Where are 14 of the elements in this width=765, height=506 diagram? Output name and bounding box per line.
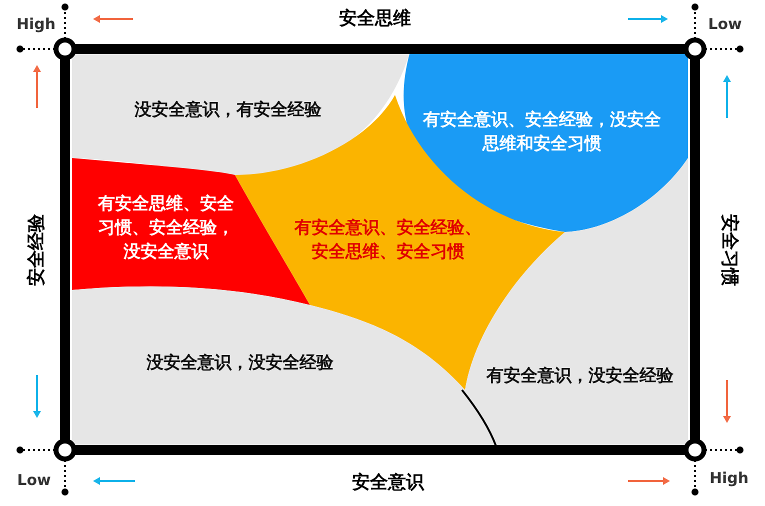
axis-title: 安全习惯 <box>718 214 741 286</box>
region-label: 有安全意识，没安全经验 <box>485 365 674 388</box>
axis-end-label: Low <box>708 15 742 33</box>
region-label: 没安全意识，有安全经验 <box>134 99 322 122</box>
region-label: 有安全意识、安全经验，没安全思维和安全习惯 <box>422 109 662 156</box>
axis-end-label: Low <box>17 471 51 489</box>
axis-title: 安全思维 <box>339 7 411 30</box>
axis-end-label: High <box>16 15 56 33</box>
region-label: 没安全意识，没安全经验 <box>146 352 334 375</box>
region-label: 有安全思维、安全习惯、安全经验，没安全意识 <box>96 193 235 264</box>
axis-title: 安全经验 <box>25 214 48 286</box>
region-label: 有安全意识、安全经验、安全思维、安全习惯 <box>293 217 482 264</box>
axis-end-label: High <box>709 469 749 487</box>
axis-title: 安全意识 <box>352 471 424 494</box>
